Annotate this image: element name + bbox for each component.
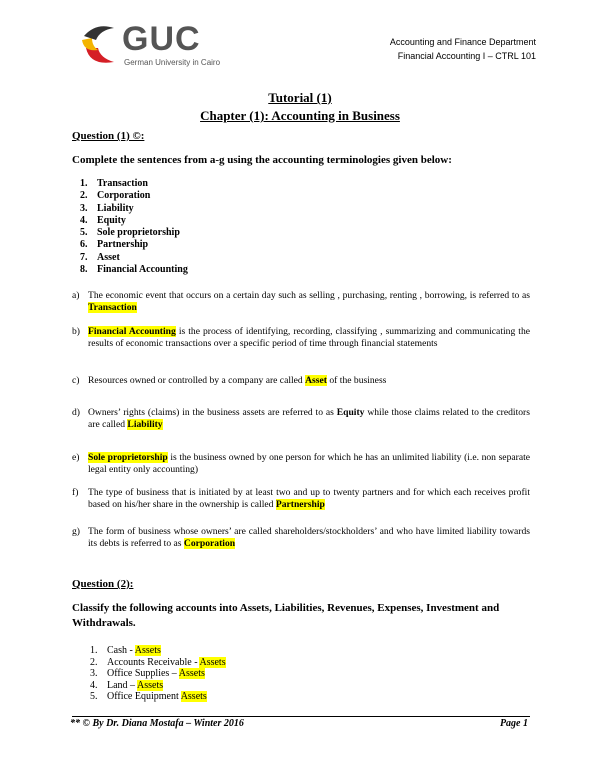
footer-copyright: ** © By Dr. Diana Mostafa – Winter 2016 <box>70 718 244 729</box>
account-item: 4.Land – Assets <box>90 679 164 691</box>
tutorial-title: Tutorial (1) <box>268 90 332 105</box>
term-item: 2.Corporation <box>80 190 151 202</box>
course-name: Financial Accounting I – CTRL 101 <box>397 51 536 61</box>
sentence-e: e) Sole proprietorship is the business o… <box>72 452 530 475</box>
footer-divider <box>72 716 530 717</box>
accounts-list: 1.Cash - Assets 2.Accounts Receivable - … <box>90 645 226 703</box>
department-name: Accounting and Finance Department <box>389 37 536 47</box>
answer-highlight: Corporation <box>183 538 236 549</box>
answer-highlight: Assets <box>134 645 161 656</box>
guc-emblem-icon <box>82 26 114 63</box>
term-item: 4.Equity <box>80 214 126 226</box>
account-item: 1.Cash - Assets <box>90 645 161 656</box>
question-1-instruction: Complete the sentences from a-g using th… <box>72 154 452 166</box>
department-info: Accounting and Finance Department Financ… <box>390 35 536 63</box>
term-item: 8.Financial Accounting <box>80 264 188 276</box>
answer-highlight: Financial Accounting <box>88 326 176 337</box>
answer-highlight: Assets <box>178 668 205 680</box>
answer-highlight: Liability <box>127 419 163 430</box>
sentence-g: g) The form of business whose owners’ ar… <box>72 526 530 549</box>
term-item: 5.Sole proprietorship <box>80 227 180 239</box>
term-item: 7.Asset <box>80 251 120 263</box>
account-item: 5.Office Equipment Assets <box>90 691 207 703</box>
answer-highlight: Transaction <box>88 302 137 313</box>
account-item: 3.Office Supplies – Assets <box>90 668 205 680</box>
sentence-a: a) The economic event that occurs on a c… <box>72 290 530 313</box>
answer-highlight: Sole proprietorship <box>88 452 168 463</box>
term-item: 1.Transaction <box>80 178 148 189</box>
term-item: 6.Partnership <box>80 239 149 251</box>
sentence-f: f) The type of business that is initiate… <box>72 487 530 510</box>
sentence-d: d) Owners’ rights (claims) in the busine… <box>72 407 530 430</box>
terms-list: 1.Transaction 2.Corporation 3.Liability … <box>80 178 188 276</box>
sentence-c: c) Resources owned or controlled by a co… <box>72 375 387 386</box>
sentence-b: b) Financial Accounting is the process o… <box>72 326 530 349</box>
chapter-title: Chapter (1): Accounting in Business <box>200 108 400 123</box>
answer-highlight: Assets <box>137 679 164 691</box>
account-item: 2.Accounts Receivable - Assets <box>90 656 226 668</box>
guc-logo: GUC German University in Cairo <box>80 18 280 74</box>
term-item: 3.Liability <box>80 202 134 214</box>
answer-highlight: Asset <box>305 375 327 386</box>
answer-highlight: Assets <box>180 691 207 703</box>
logo-text: GUC <box>122 20 201 58</box>
answer-highlight: Assets <box>199 656 226 668</box>
answer-highlight: Partnership <box>275 499 325 510</box>
page-number: Page 1 <box>499 718 528 729</box>
question-2-instruction: Classify the following accounts into Ass… <box>72 602 500 629</box>
question-1-heading: Question (1) ©: <box>72 130 145 142</box>
logo-subtitle: German University in Cairo <box>124 58 221 67</box>
question-2-heading: Question (2): <box>72 578 134 590</box>
